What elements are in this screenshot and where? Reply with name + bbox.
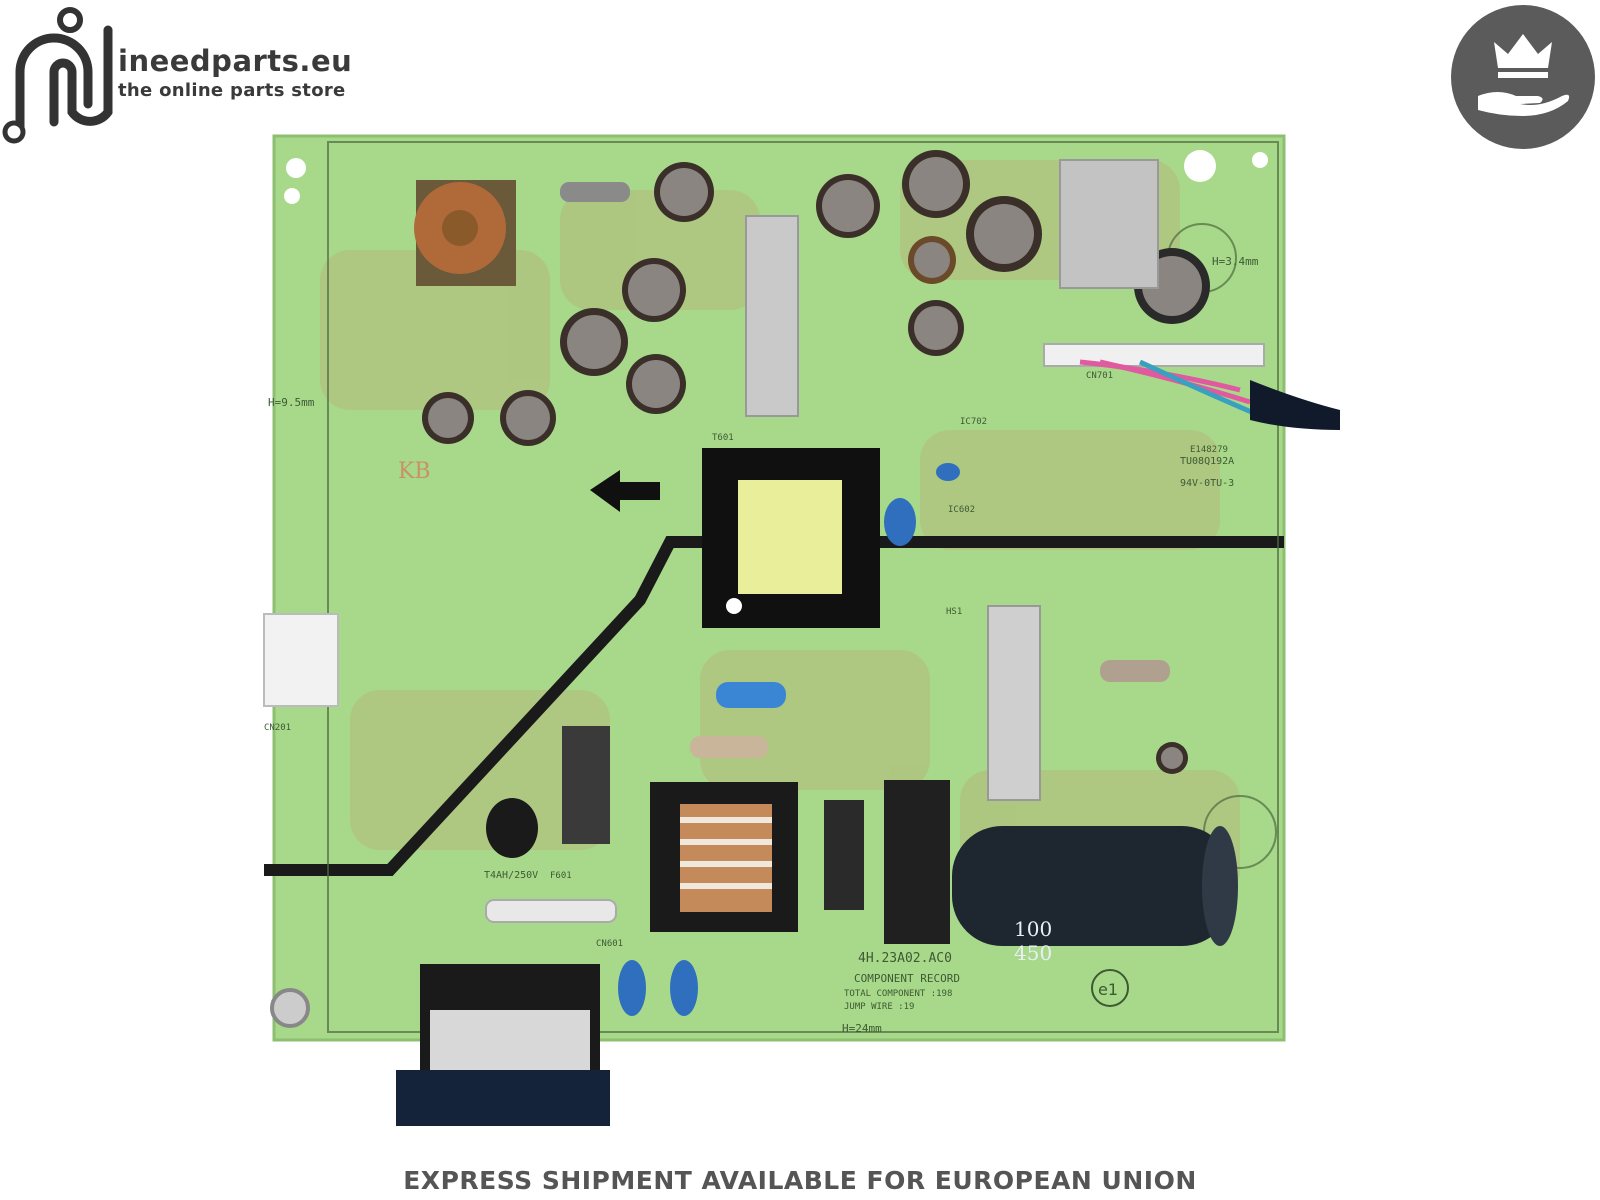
board-pcb-code: TU08Q192A xyxy=(1180,456,1234,467)
board-fuse: T4AH/250V xyxy=(484,870,538,881)
brand-name: ineedparts.eu xyxy=(118,44,353,78)
board-connector-main: CN701 xyxy=(1086,371,1113,381)
board-jump-wire: JUMP WIRE :19 xyxy=(844,1002,914,1012)
board-fuse-ref: F601 xyxy=(550,871,572,881)
board-ic-label: IC702 xyxy=(960,417,987,427)
board-total-component: TOTAL COMPONENT :198 xyxy=(844,989,952,999)
board-cert-mark: e1 xyxy=(1098,980,1118,999)
brand-tagline: the online parts store xyxy=(118,80,346,101)
board-connector-side: CN201 xyxy=(264,723,291,733)
board-opto-label: IC602 xyxy=(948,505,975,515)
logo-mark-icon xyxy=(2,7,113,144)
board-bridge-label: HS1 xyxy=(946,607,962,617)
board-connector-input: CN601 xyxy=(596,939,623,949)
shipping-banner: EXPRESS SHIPMENT AVAILABLE FOR EUROPEAN … xyxy=(403,1166,1197,1195)
board-transformer-label: T601 xyxy=(712,433,734,443)
board-height-side: H=3.4mm xyxy=(1212,255,1259,268)
board-model-code: 4H.23A02.AC0 xyxy=(858,951,952,966)
brand-logo[interactable]: ineedparts.eu the online parts store xyxy=(0,0,380,150)
capacitor-value: 100 xyxy=(1014,917,1052,941)
crown-hand-icon xyxy=(1451,5,1595,149)
board-mark-kb: KB xyxy=(398,459,431,484)
board-record-title: COMPONENT RECORD xyxy=(854,972,960,985)
board-ul-code: E148279 xyxy=(1190,445,1228,455)
board-height-left: H=9.5mm xyxy=(268,396,315,409)
power-supply-board-photo: 4H.23A02.AC0 COMPONENT RECORD TOTAL COMP… xyxy=(263,134,1340,1126)
board-height: H=24mm xyxy=(842,1022,882,1035)
capacitor-voltage: 450 xyxy=(1014,941,1052,965)
board-rating: 94V-0TU-3 xyxy=(1180,478,1234,489)
